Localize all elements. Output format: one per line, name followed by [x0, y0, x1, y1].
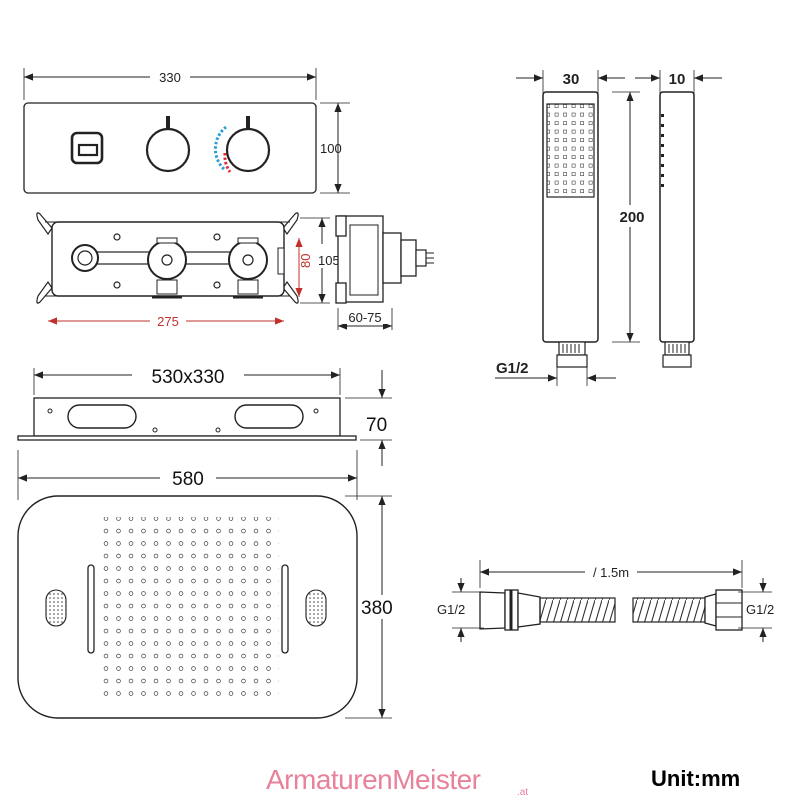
frame-depth-label: 70 [366, 415, 387, 436]
valve-depth-label: 60-75 [348, 310, 381, 325]
unit-label: Unit:mm [651, 766, 740, 791]
valve-inner-height-label: 80 [298, 254, 313, 268]
rain-head-height-label: 380 [361, 598, 393, 619]
frame-size-label: 530x330 [152, 367, 225, 388]
hand-shower-thread-label: G1/2 [496, 360, 529, 377]
speaker-left [45, 589, 67, 627]
panel-height-label: 100 [320, 141, 342, 156]
hose-segment-right [632, 597, 706, 623]
valve-cartridge-2 [228, 237, 268, 299]
valve-cartridge-1 [147, 237, 187, 299]
rain-head-view: 580 380 [17, 450, 406, 719]
brand-name: ArmaturenMeister [266, 764, 481, 795]
hand-shower-width-label: 30 [563, 71, 580, 88]
hand-shower-depth-label: 10 [669, 71, 686, 88]
valve-body-view: 80 105 275 [36, 212, 340, 329]
hose-thread-left-label: G1/2 [437, 602, 465, 617]
panel-width-label: 330 [159, 70, 181, 85]
hose-thread-right-label: G1/2 [746, 602, 774, 617]
hose-segment-left [539, 597, 616, 623]
valve-height-label: 105 [318, 253, 340, 268]
hose-view: / 1.5m G1/2 G1/2 [437, 560, 774, 642]
hose-length-label: / 1.5m [593, 565, 629, 580]
led-strip-right [281, 564, 289, 654]
speaker-right [305, 589, 327, 627]
led-strip-left [87, 564, 95, 654]
valve-width-label: 275 [157, 314, 179, 329]
valve-side-view [335, 215, 434, 304]
hand-shower-view: 30 10 200 G1/2 [495, 70, 722, 386]
thermostat-knob [213, 116, 271, 173]
diverter-knob [145, 116, 191, 173]
rain-frame-view: 530x330 70 [17, 363, 392, 466]
nozzle-grid [97, 517, 279, 699]
brand-logo: ArmaturenMeister .at [266, 764, 528, 798]
hand-shower-length-label: 200 [619, 209, 644, 226]
control-panel-view: 330 100 [23, 68, 350, 194]
hand-shower-side [659, 91, 695, 343]
valve-depth-dimension: 60-75 [337, 308, 393, 330]
outlet-icon [70, 131, 104, 165]
rain-head-width-label: 580 [172, 469, 204, 490]
spray-face [546, 103, 595, 198]
brand-suffix: .at [517, 787, 528, 798]
mounting-lugs [36, 212, 299, 304]
screw-holes [113, 233, 221, 289]
